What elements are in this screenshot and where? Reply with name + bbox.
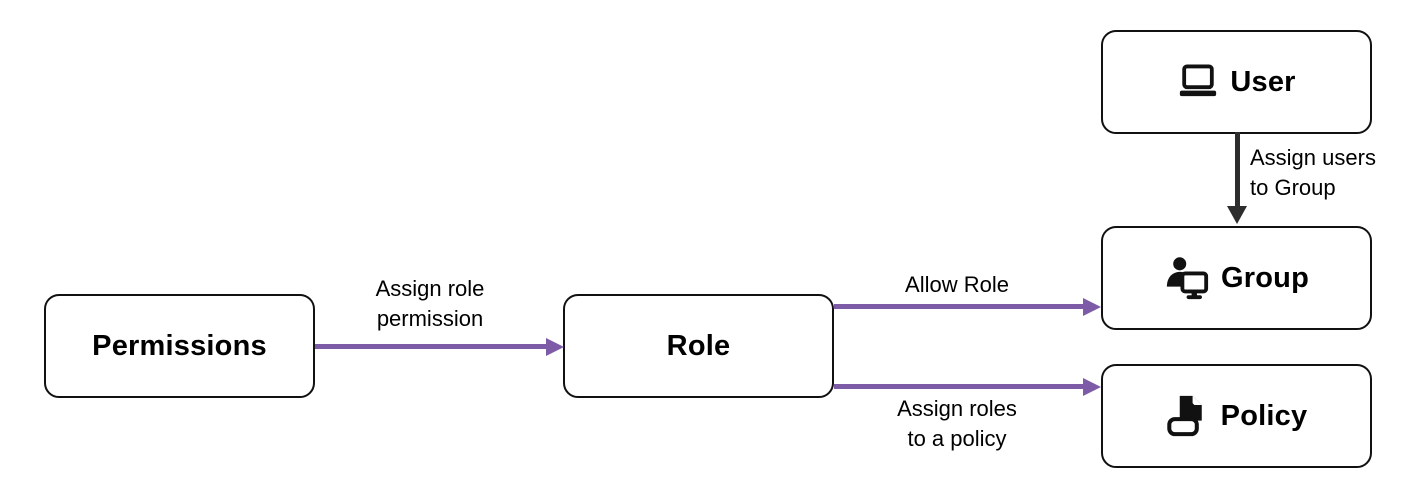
node-role-label: Role [666,329,731,362]
document-tray-icon [1166,393,1210,439]
node-permissions: Permissions [44,294,315,398]
arrowhead-right-icon [546,338,564,356]
edge-permissions-to-role-line [315,344,546,349]
arrowhead-down-icon [1227,206,1247,224]
arrowhead-right-icon [1083,378,1101,396]
node-group-label: Group [1221,261,1309,294]
node-user-label: User [1230,65,1296,98]
edge-label-assign-users-to-group: Assign users to Group [1250,145,1376,200]
node-role: Role [563,294,834,398]
edge-role-to-group-line [834,304,1084,309]
node-permissions-label: Permissions [92,329,267,362]
node-policy: Policy [1101,364,1372,468]
edge-label-assign-role-permission: Assign role permission [375,276,485,331]
edge-label-allow-role: Allow Role [905,272,1009,297]
node-user: User [1101,30,1372,134]
person-at-computer-icon [1164,255,1210,301]
node-policy-label: Policy [1220,399,1308,432]
edge-label-assign-roles-to-policy: Assign roles to a policy [897,396,1017,451]
edge-role-to-policy-line [834,384,1084,389]
node-group: Group [1101,226,1372,330]
arrowhead-right-icon [1083,298,1101,316]
laptop-icon [1177,63,1219,101]
edge-user-to-group-line [1235,132,1240,208]
